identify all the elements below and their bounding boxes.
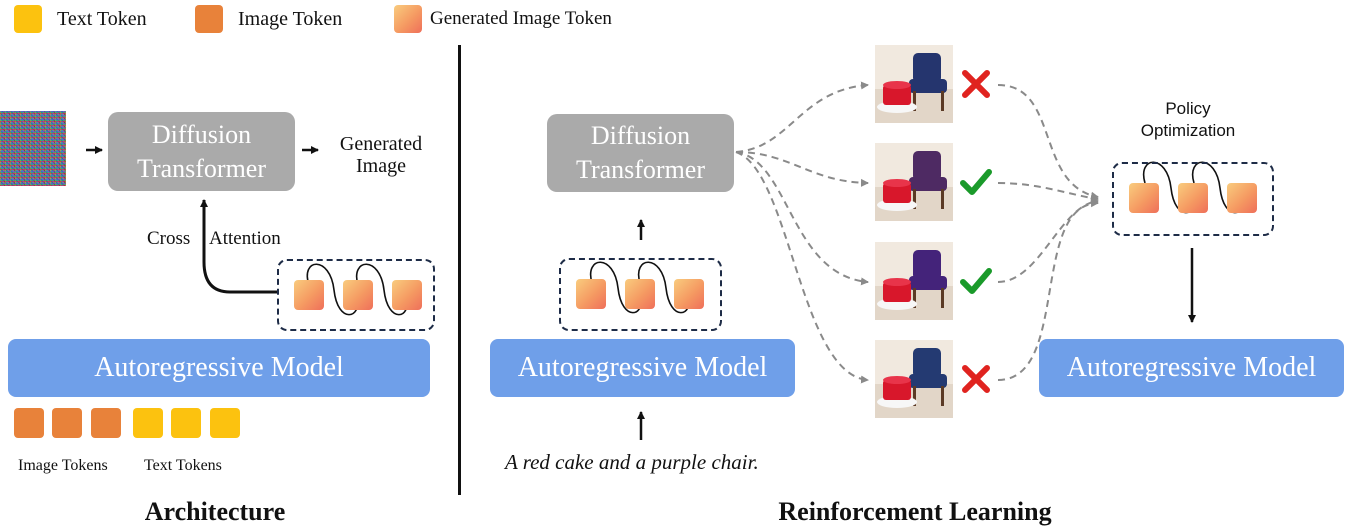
legend-image-token: Image Token (238, 8, 343, 30)
policy-generated-token (1178, 183, 1208, 213)
generated-image-label: Generated Image (325, 133, 437, 177)
check-icon (960, 268, 992, 294)
ar-loop-left-2 (355, 263, 412, 316)
policy-line2: Optimization (1140, 121, 1236, 140)
arch-generated-tokens-group (277, 259, 435, 331)
rl-generated-token (674, 279, 704, 309)
arch-dit-line2: Transformer (136, 153, 267, 183)
fan-to-sample-3 (735, 151, 869, 286)
generated-token-swatch (394, 5, 422, 33)
cross-icon (962, 365, 990, 393)
policy-line1: Policy (1165, 99, 1211, 118)
generated-image-line2: Image (356, 155, 406, 177)
arch-generated-token (294, 280, 324, 310)
rl-title: Reinforcement Learning (778, 497, 1052, 526)
text-tokens-label: Text Tokens (144, 457, 222, 474)
ar-loop-left-1 (306, 263, 363, 316)
arch-generated-token (392, 280, 422, 310)
sample-2-to-policy (997, 182, 1099, 202)
sample-1-to-policy (997, 84, 1099, 200)
sample-image (875, 242, 953, 320)
text-prompt: A red cake and a purple chair. (505, 450, 759, 474)
section-divider (458, 45, 461, 495)
architecture-title: Architecture (144, 497, 286, 526)
cross-icon (962, 70, 990, 98)
input-image-token (14, 408, 44, 438)
sample-image (875, 340, 953, 418)
arch-dit-line1: Diffusion (151, 119, 252, 149)
policy-optimization-label: Policy Optimization (1120, 98, 1256, 142)
rl-dit-line1: Diffusion (590, 121, 691, 150)
rl-diffusion-transformer: Diffusion Transformer (547, 114, 734, 192)
policy-tokens-group (1112, 162, 1274, 236)
cross-label: Cross (147, 228, 191, 249)
policy-generated-token (1227, 183, 1257, 213)
ar-loop-mid-1 (589, 261, 646, 314)
input-text-token (133, 408, 163, 438)
fan-to-sample-1 (735, 81, 869, 153)
input-text-token (210, 408, 240, 438)
fan-to-sample-4 (735, 151, 869, 384)
sample-image (875, 45, 953, 123)
check-icon (960, 169, 992, 195)
cross-attention-arrow (200, 199, 277, 294)
image-token-swatch (195, 5, 223, 33)
policy-generated-token (1129, 183, 1159, 213)
arch-generated-token (343, 280, 373, 310)
rl-generated-tokens-group (559, 258, 722, 331)
arch-diffusion-transformer: Diffusion Transformer (108, 112, 295, 191)
rl-dit-line2: Transformer (575, 155, 706, 184)
text-token-swatch (14, 5, 42, 33)
arch-autoregressive-model: Autoregressive Model (8, 339, 430, 397)
sample-4-to-policy (997, 199, 1099, 381)
rl-autoregressive-model-updated: Autoregressive Model (1039, 339, 1344, 397)
input-image-token (91, 408, 121, 438)
legend-generated-image-token: Generated Image Token (430, 8, 612, 29)
legend-text-token: Text Token (57, 8, 147, 30)
input-text-token (171, 408, 201, 438)
noise-image (0, 111, 66, 186)
image-tokens-label: Image Tokens (18, 457, 108, 474)
generated-image-line1: Generated (339, 133, 423, 155)
rl-autoregressive-model: Autoregressive Model (490, 339, 795, 397)
ar-loop-mid-2 (637, 261, 694, 314)
attention-label: Attention (209, 228, 281, 249)
sample-3-to-policy (997, 197, 1099, 283)
sample-image (875, 143, 953, 221)
fan-to-sample-2 (735, 151, 869, 187)
rl-generated-token (576, 279, 606, 309)
rl-generated-token (625, 279, 655, 309)
input-image-token (52, 408, 82, 438)
